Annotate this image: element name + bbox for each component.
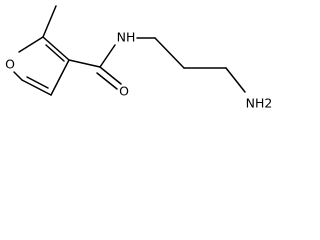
bond-chain3-amine (225, 67, 246, 93)
bond-c2-c3-double (45, 44, 65, 62)
bond-c5-o1 (13, 71, 23, 81)
bond-chain1-chain2 (154, 37, 185, 69)
bond-carbonyl-c-o-double (96, 72, 118, 90)
bond-o1-c2 (18, 36, 44, 53)
amine-nh2-label: NH2 (246, 96, 272, 111)
bond-c4-c5 (21, 79, 52, 96)
ring-oxygen-label: O (5, 57, 15, 72)
bond-c2-c3 (42, 36, 70, 61)
bond-carbonyl-c-o (99, 66, 122, 85)
furan-ring (13, 36, 70, 96)
carbonyl-oxygen-label: O (119, 84, 129, 99)
bond-c4-c5-double (26, 76, 49, 89)
bond-methyl (42, 5, 57, 38)
bond-c3-carbonyl (68, 59, 101, 68)
bond-carbonyl-n (99, 44, 116, 68)
chemical-structure-diagram: O O NH NH2 (5, 5, 272, 111)
bond-c3-c4 (50, 59, 70, 96)
amide-nh-label: NH (117, 30, 136, 45)
